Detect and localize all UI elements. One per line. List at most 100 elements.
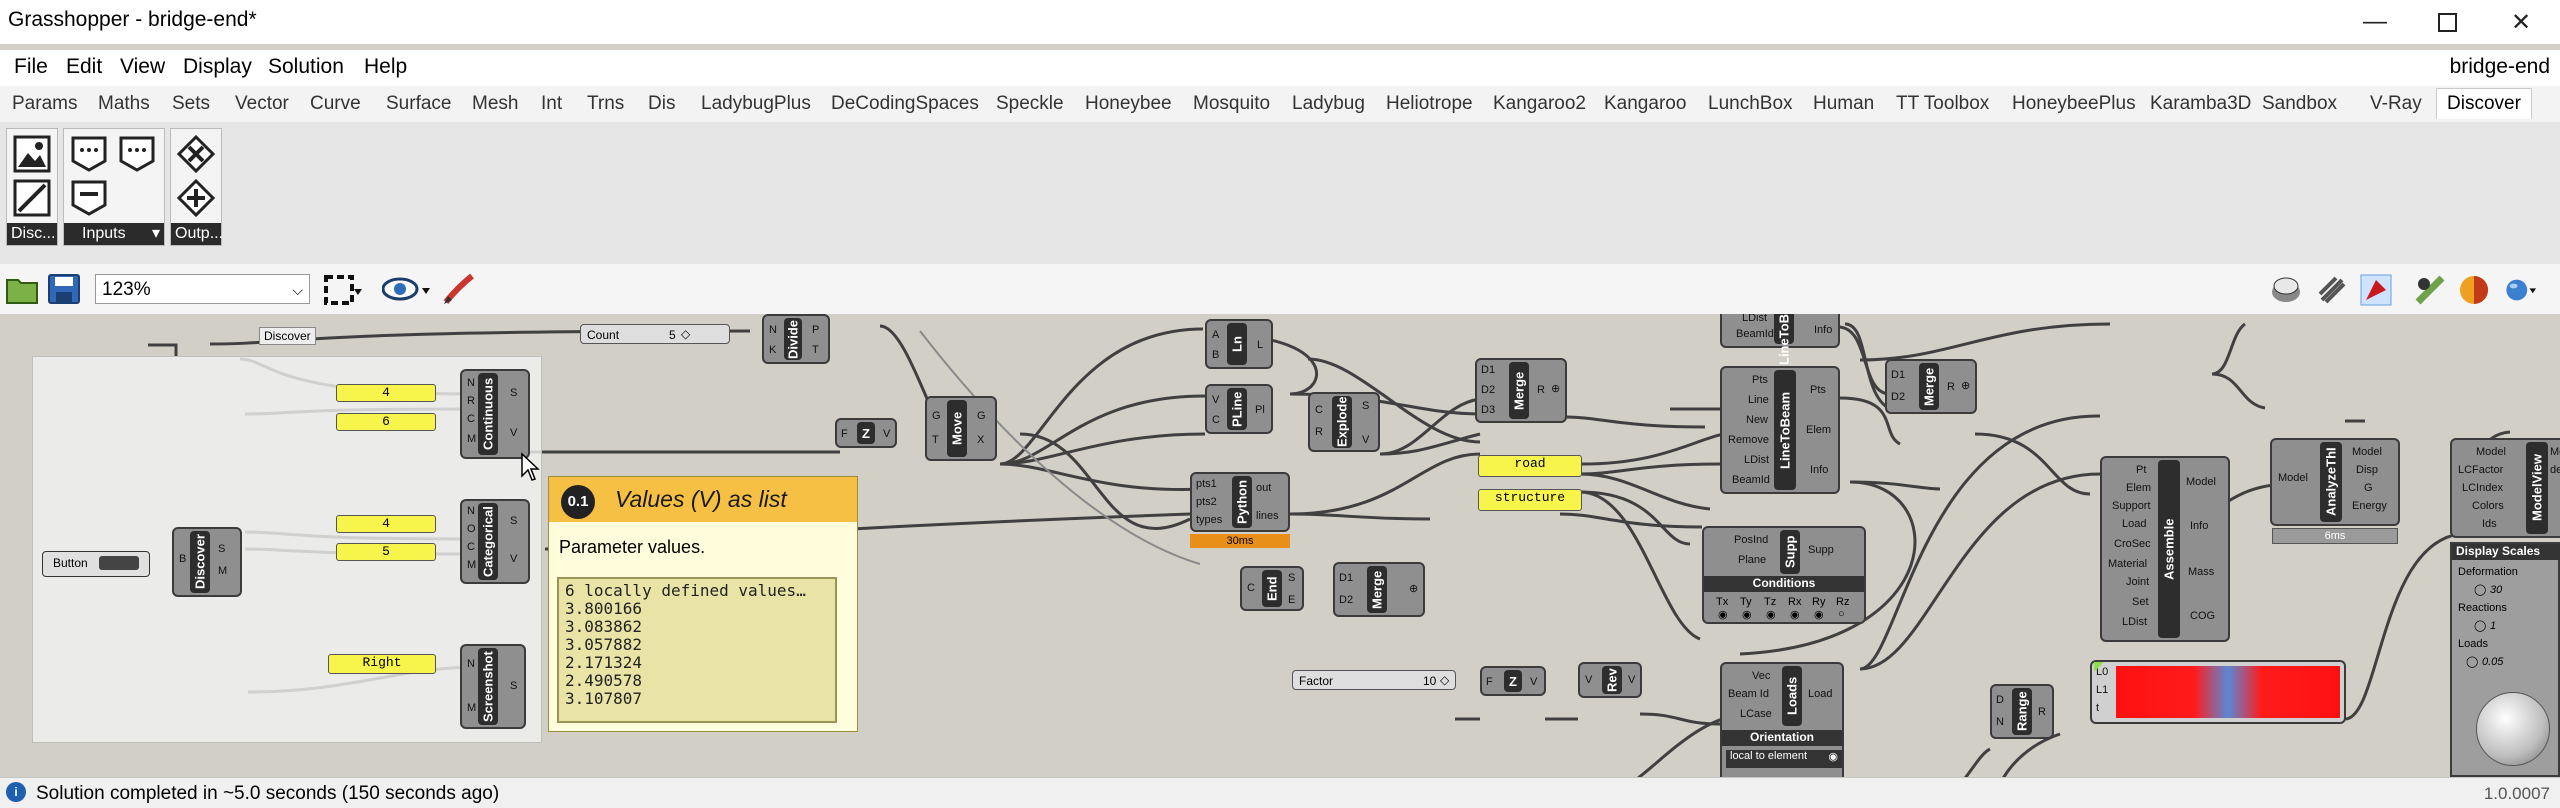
menu-help[interactable]: Help [364,55,408,78]
tab-honeybeeplus[interactable]: HoneybeePlus [2012,93,2136,114]
menu-file[interactable]: File [14,55,48,78]
sketch-pen-icon[interactable] [442,272,482,306]
tab-discover[interactable]: Discover [2436,88,2532,119]
orientation-option[interactable]: local to element◉ [1726,750,1842,768]
discover-group[interactable]: Discover [32,327,542,743]
slider-input-icon[interactable] [70,135,108,173]
tab-trns[interactable]: Trns [587,93,625,114]
reverse-component[interactable]: Rev V V [1578,662,1642,698]
add-input-icon[interactable]: ⊕ [1551,383,1561,395]
tab-lunchbox[interactable]: LunchBox [1708,93,1793,114]
tab-tt-toolbox[interactable]: TT Toolbox [1896,93,1990,114]
preview-mesh-icon[interactable] [2504,274,2536,306]
analyze-component[interactable]: AnalyzeThI Model Model Disp G Energy [2270,438,2400,526]
tab-mosquito[interactable]: Mosquito [1193,93,1271,114]
zoom-extents-icon[interactable] [322,273,362,307]
menu-view[interactable]: View [120,55,166,78]
remove-output-icon[interactable] [177,135,215,173]
add-output-icon[interactable] [177,179,215,217]
tab-curve[interactable]: Curve [310,93,361,114]
selected-preview-icon[interactable] [2360,274,2392,306]
tab-mesh[interactable]: Mesh [472,93,519,114]
panel-road[interactable]: road [1478,455,1582,477]
zoom-dropdown[interactable]: 123%⌵ [95,274,310,304]
support-component[interactable]: Supp PosInd Plane Supp Conditions Tx Ty … [1702,526,1866,624]
divide-component[interactable]: Divide N K P T [762,314,830,364]
merge-component[interactable]: Merge D1 D2 R ⊕ [1885,359,1977,414]
button-toggle[interactable] [99,556,139,570]
line-component[interactable]: Ln A B L [1205,319,1273,369]
tab-dis[interactable]: Dis [648,93,676,114]
dof-ty-toggle[interactable]: ◉ [1742,609,1752,621]
navigation-sphere-icon[interactable] [2476,692,2550,766]
tab-maths[interactable]: Maths [98,93,150,114]
tab-sandbox[interactable]: Sandbox [2262,93,2338,114]
menu-display[interactable]: Display [183,55,252,78]
add-input-icon[interactable]: ⊕ [1409,583,1419,595]
screenshot-component[interactable]: Screenshot N M S [460,644,526,729]
tab-vector[interactable]: Vector [235,93,289,114]
tab-int[interactable]: Int [541,93,563,114]
tab-params[interactable]: Params [12,93,78,114]
tab-heliotrope[interactable]: Heliotrope [1386,93,1473,114]
categorical-component[interactable]: Categorical N O C M S V [460,499,530,584]
panel-screenshot-view[interactable]: Right [328,654,436,674]
tab-ladybugplus[interactable]: LadybugPlus [701,93,811,114]
tab-sets[interactable]: Sets [172,93,211,114]
menu-edit[interactable]: Edit [66,55,103,78]
tab-decodingspaces[interactable]: DeCodingSpaces [831,93,979,114]
tab-human[interactable]: Human [1813,93,1875,114]
add-input-icon[interactable]: ⊕ [1961,380,1971,392]
wireframe-preview-icon[interactable] [2316,274,2348,306]
menu-solution[interactable]: Solution [268,55,344,78]
info-icon[interactable]: i [6,782,26,802]
tab-honeybee[interactable]: Honeybee [1085,93,1172,114]
panel-categorical-options[interactable]: 5 [336,543,436,561]
custom-preview-icon[interactable] [2458,274,2490,306]
panel-continuous-range[interactable]: 6 [336,413,436,431]
merge-component[interactable]: Merge D1 D2 ⊕ [1333,562,1425,617]
dof-tx-toggle[interactable]: ◉ [1718,609,1728,621]
python-component[interactable]: Python pts1 pts2 types out lines [1190,472,1290,532]
dof-tz-toggle[interactable]: ◉ [1766,609,1776,621]
tab-ladybug[interactable]: Ladybug [1292,93,1365,114]
range-component[interactable]: Range D N R [1990,684,2054,739]
tab-speckle[interactable]: Speckle [996,93,1064,114]
grasshopper-canvas[interactable]: Discover Button Discover B S M Continuou… [0,314,2560,777]
dropdown-arrow-icon[interactable]: ▾ [151,225,160,242]
line-to-beam-component[interactable]: LineToBeam LDist BeamId Info [1720,314,1840,365]
panel-continuous-count[interactable]: 4 [336,384,436,402]
explode-component[interactable]: Explode C R S V [1308,392,1380,452]
loads-slider-handle[interactable]: ◯ [2466,656,2479,668]
image-edit-icon[interactable] [13,179,51,217]
unit-z-component[interactable]: Z F V [1480,666,1546,696]
deformation-slider-handle[interactable]: ◯ [2474,584,2487,596]
gradient-preset-icon[interactable] [2094,662,2104,672]
slider-handle-icon[interactable]: ◇ [1440,673,1450,687]
end-points-component[interactable]: End C S E [1240,566,1304,611]
list-input-icon[interactable] [118,135,156,173]
gradient-bar[interactable] [2116,666,2340,718]
factor-slider[interactable]: Factor 10 ◇ [1292,670,1456,690]
maximize-button[interactable] [2412,4,2482,40]
count-slider[interactable]: Count 5 ◇ [580,324,730,344]
tab-kangaroo2[interactable]: Kangaroo2 [1493,93,1586,114]
assemble-component[interactable]: Assemble Pt Elem Support Load CroSec Mat… [2100,456,2230,642]
tab-kangaroo[interactable]: Kangaroo [1604,93,1687,114]
image-icon[interactable] [13,135,51,173]
polyline-component[interactable]: PLine V C Pl [1205,384,1273,434]
minus-input-icon[interactable] [70,179,108,217]
merge-component[interactable]: Merge D1 D2 D3 R ⊕ [1475,358,1567,423]
tab-surface[interactable]: Surface [386,93,452,114]
slider-handle-icon[interactable]: ◇ [681,327,691,341]
continuous-component[interactable]: Continuous N R C M S V [460,369,530,459]
modelview-component[interactable]: Model LCFactor LCIndex Colors Ids ModelV… [2450,438,2560,538]
dof-rz-toggle[interactable]: ○ [1838,608,1845,620]
dof-rx-toggle[interactable]: ◉ [1790,609,1800,621]
save-icon[interactable] [48,274,80,304]
shaded-preview-icon[interactable] [2270,274,2302,306]
minimize-button[interactable]: — [2340,4,2410,40]
document-preview-icon[interactable] [2414,274,2446,306]
discover-component[interactable]: Discover B S M [172,527,242,597]
line-to-beam-component[interactable]: LineToBeam Pts Line New Remove LDist Bea… [1720,366,1840,494]
